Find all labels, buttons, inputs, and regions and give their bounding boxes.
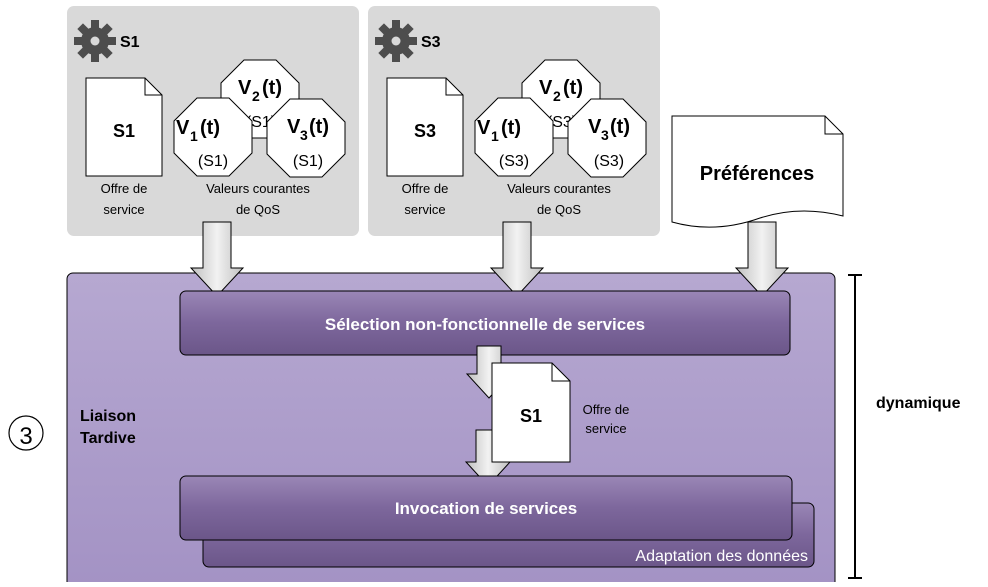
panel-s3-doc-label: S3 bbox=[414, 121, 436, 141]
panel-s1-doc-label: S1 bbox=[113, 121, 135, 141]
panel-s3-offer-caption-line1: Offre de bbox=[402, 181, 449, 196]
svg-text:(S3): (S3) bbox=[499, 153, 529, 170]
dynamic-label: dynamique bbox=[876, 395, 961, 412]
svg-text:(S1): (S1) bbox=[293, 153, 323, 170]
service-offer-document-s3 bbox=[386, 77, 464, 177]
step-number: 3 bbox=[8, 415, 44, 451]
panel-s3-gear-label: S3 bbox=[421, 34, 441, 51]
svg-text:3: 3 bbox=[19, 423, 32, 450]
svg-text:(t): (t) bbox=[563, 77, 583, 99]
selected-doc-label: S1 bbox=[520, 406, 542, 426]
panel-s3-values-caption-line1: Valeurs courantes bbox=[507, 181, 611, 196]
svg-text:(S3): (S3) bbox=[594, 153, 624, 170]
preferences-label: Préférences bbox=[700, 163, 815, 185]
arrow-down-icon bbox=[189, 221, 245, 297]
svg-text:(t): (t) bbox=[501, 117, 521, 139]
svg-text:V: V bbox=[287, 116, 301, 138]
svg-text:2: 2 bbox=[553, 88, 561, 104]
arrow-down-icon bbox=[734, 221, 790, 297]
svg-text:(t): (t) bbox=[309, 116, 329, 138]
svg-text:V: V bbox=[477, 117, 491, 139]
invocation-bar-label: Invocation de services bbox=[395, 499, 577, 518]
panel-s1-values-caption-line1: Valeurs courantes bbox=[206, 181, 310, 196]
qos-value-v1-s3: V 1 (t) (S3) bbox=[474, 97, 554, 177]
qos-value-v3-s1: V 3 (t) (S1) bbox=[266, 98, 346, 178]
late-binding-label-line2: Tardive bbox=[80, 430, 136, 447]
svg-text:(t): (t) bbox=[262, 77, 282, 99]
svg-text:(t): (t) bbox=[610, 116, 630, 138]
svg-text:(S1): (S1) bbox=[198, 153, 228, 170]
service-offer-document-s1 bbox=[85, 77, 163, 177]
preferences-document: Préférences bbox=[671, 115, 844, 228]
late-binding-label-line1: Liaison bbox=[80, 408, 136, 425]
svg-text:3: 3 bbox=[300, 127, 308, 143]
selection-bar-label: Sélection non-fonctionnelle de services bbox=[325, 315, 645, 334]
panel-s3-values-caption-line2: de QoS bbox=[537, 202, 581, 217]
arrow-down-icon bbox=[489, 221, 545, 297]
selected-service-document bbox=[491, 362, 571, 463]
gear-icon bbox=[375, 20, 417, 62]
panel-s1-gear-label: S1 bbox=[120, 34, 140, 51]
svg-text:V: V bbox=[539, 77, 553, 99]
svg-text:1: 1 bbox=[491, 128, 499, 144]
panel-s1-offer-caption-line1: Offre de bbox=[101, 181, 148, 196]
panel-s1-offer-caption-line2: service bbox=[103, 202, 144, 217]
svg-text:2: 2 bbox=[252, 88, 260, 104]
svg-text:1: 1 bbox=[190, 128, 198, 144]
qos-value-v1-s1: V 1 (t) (S1) bbox=[173, 97, 253, 177]
svg-text:V: V bbox=[238, 77, 252, 99]
service-panel-s3: S3 S3 Offre de service V 2 (t) (S3) V 3 … bbox=[368, 6, 660, 236]
invocation-bar bbox=[179, 475, 793, 541]
svg-text:V: V bbox=[588, 116, 602, 138]
gear-icon bbox=[74, 20, 116, 62]
selected-caption-line1: Offre de bbox=[583, 402, 630, 417]
dynamic-range-bracket bbox=[848, 274, 862, 579]
selected-caption-line2: service bbox=[585, 421, 626, 436]
service-panel-s1: S1 S1 Offre de service V 2 (t) (S1) V 3 … bbox=[67, 6, 359, 236]
adaptation-label: Adaptation des données bbox=[635, 548, 808, 565]
svg-text:V: V bbox=[176, 117, 190, 139]
panel-s3-offer-caption-line2: service bbox=[404, 202, 445, 217]
panel-s1-values-caption-line2: de QoS bbox=[236, 202, 280, 217]
svg-text:(t): (t) bbox=[200, 117, 220, 139]
svg-text:3: 3 bbox=[601, 127, 609, 143]
qos-value-v3-s3: V 3 (t) (S3) bbox=[567, 98, 647, 178]
